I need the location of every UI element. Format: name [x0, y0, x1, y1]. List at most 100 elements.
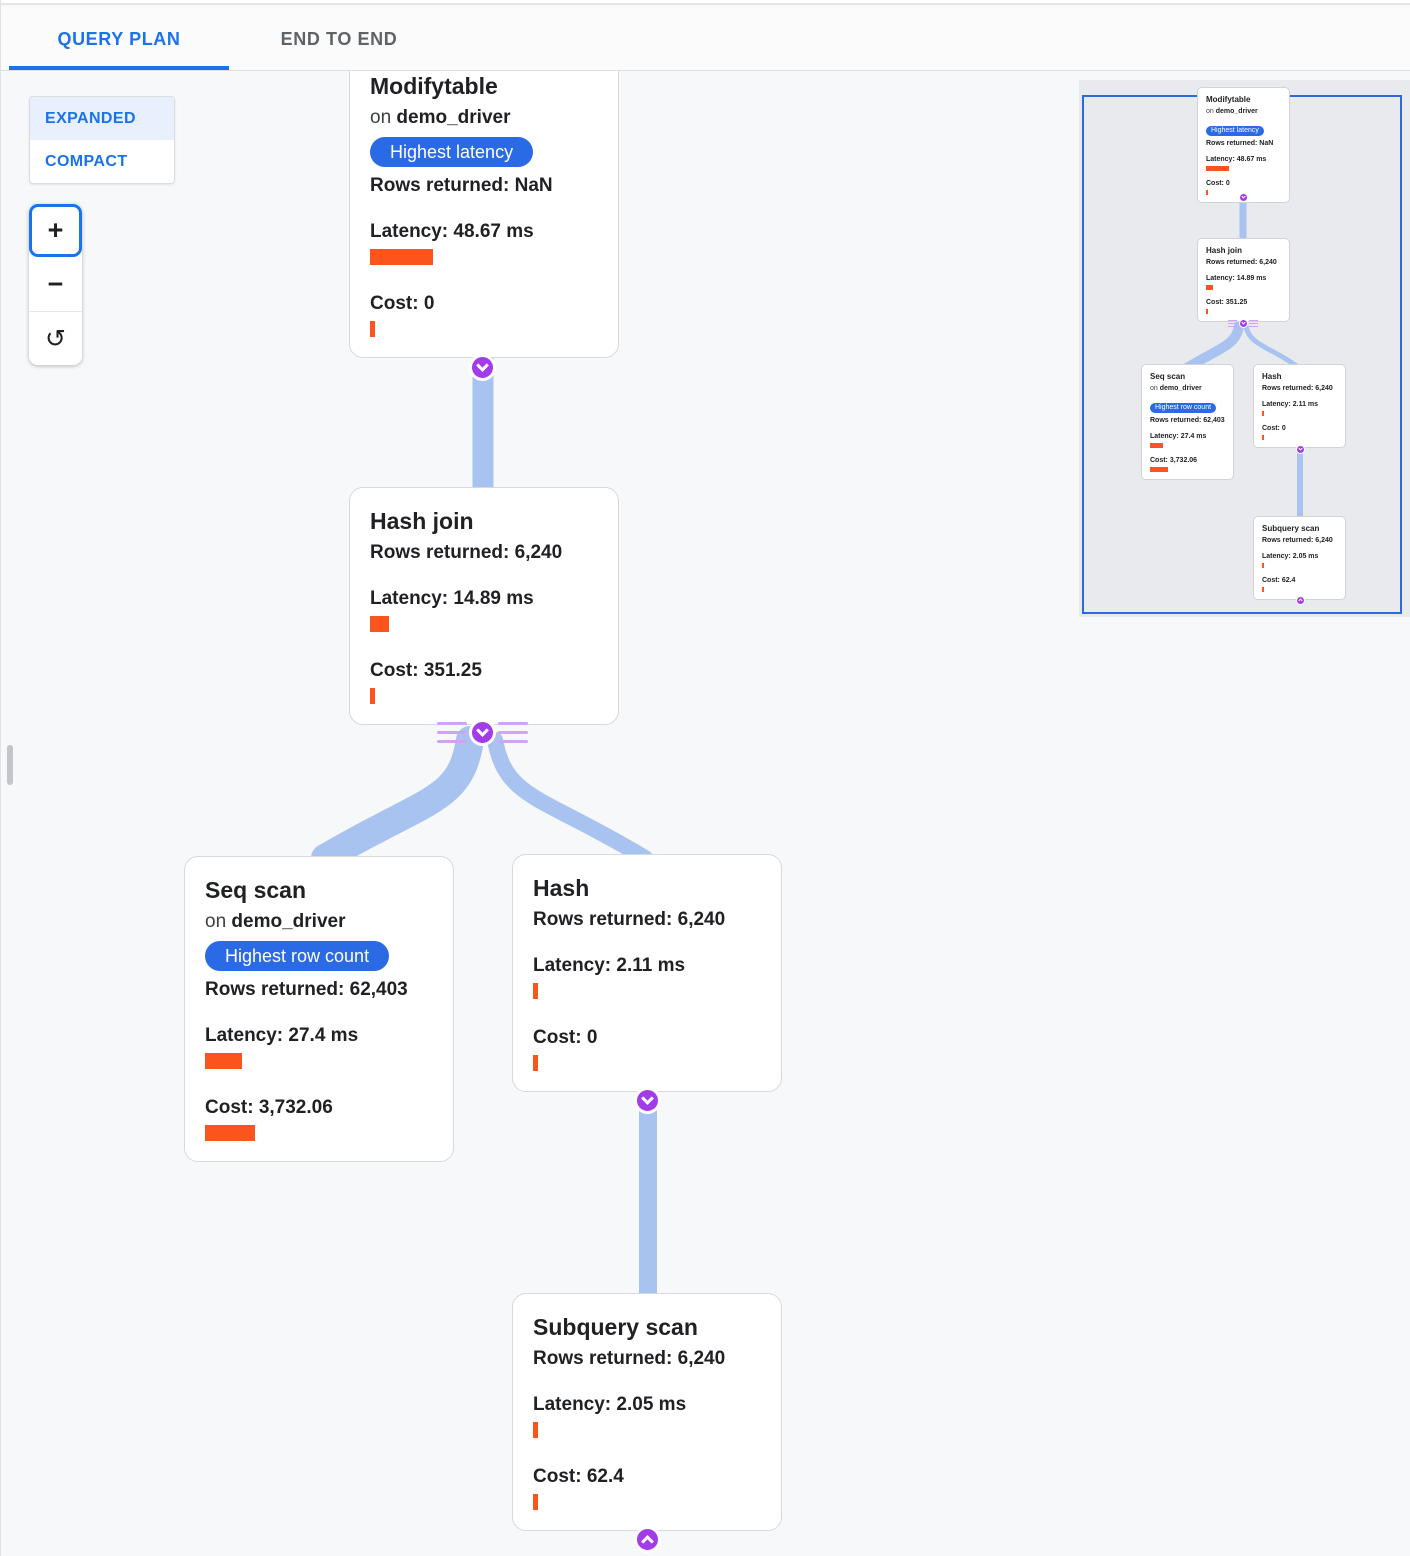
cost-label: Cost: 62.4	[533, 1466, 624, 1487]
mini-node-table-label: on demo_driver	[1150, 385, 1202, 392]
mini-rows-label: Rows returned: 6,240	[1262, 385, 1333, 392]
rows-returned-label: Rows returned: 6,240	[533, 1348, 726, 1369]
active-tab-indicator	[9, 66, 229, 70]
mini-cost-label: Cost: 62.4	[1262, 577, 1296, 584]
chevron-down-icon	[1240, 194, 1246, 199]
tab-bar: QUERY PLAN END TO END	[1, 7, 1410, 71]
reset-zoom-button[interactable]: ↺	[29, 311, 82, 365]
connector-line	[498, 722, 528, 725]
layout-toggle: EXPANDED COMPACT	[29, 96, 175, 184]
cost-label: Cost: 0	[533, 1027, 598, 1048]
mini-edge-hashjoin-hash	[1243, 323, 1302, 371]
mini-latency-bar	[1206, 166, 1229, 171]
mini-node-title: Subquery scan	[1262, 524, 1320, 533]
node-title: Subquery scan	[533, 1314, 698, 1340]
mini-latency-label: Latency: 48.67 ms	[1206, 156, 1267, 163]
node-title: Hash join	[370, 508, 474, 534]
collapse-toggle-modifytable[interactable]	[469, 354, 496, 381]
chevron-up-icon	[641, 1535, 654, 1548]
expand-toggle-subquery-scan[interactable]	[634, 1526, 661, 1553]
mini-connector-line	[1249, 319, 1258, 321]
collapse-toggle-hash[interactable]	[634, 1087, 661, 1114]
cost-bar	[370, 321, 375, 337]
highest-row-count-badge: Highest row count	[205, 941, 390, 971]
minimap-node-hash: Hash Rows returned: 6,240 Latency: 2.11 …	[1253, 364, 1346, 448]
edge-hashjoin-seqscan	[311, 726, 484, 872]
latency-label: Latency: 2.11 ms	[533, 955, 686, 976]
node-title: Modifytable	[370, 73, 498, 99]
connector-line	[437, 722, 467, 725]
chevron-down-icon	[1240, 320, 1246, 325]
mini-latency-label: Latency: 2.05 ms	[1262, 553, 1319, 560]
mini-rows-label: Rows returned: NaN	[1206, 140, 1274, 147]
rows-returned-label: Rows returned: NaN	[370, 175, 553, 196]
plan-node-hash[interactable]: Hash Rows returned: 6,240 Latency: 2.11 …	[512, 854, 782, 1092]
node-title: Hash	[533, 875, 590, 901]
badge-row: Highest row count	[205, 941, 433, 971]
mini-connector-line	[1249, 325, 1258, 327]
zoom-controls: + − ↺	[29, 204, 82, 365]
collapse-toggle-hash-join[interactable]	[469, 719, 496, 746]
plan-node-subquery-scan[interactable]: Subquery scan Rows returned: 6,240 Laten…	[512, 1293, 782, 1531]
mini-rows-label: Rows returned: 6,240	[1262, 537, 1333, 544]
mini-collapse-toggle	[1295, 444, 1305, 454]
mini-node-title: Hash join	[1206, 246, 1243, 255]
mini-latency-label: Latency: 27.4 ms	[1150, 433, 1207, 440]
mini-cost-label: Cost: 0	[1262, 425, 1286, 432]
mini-latency-bar	[1262, 411, 1264, 416]
mini-cost-bar	[1262, 587, 1264, 592]
mini-latency-bar	[1262, 563, 1264, 568]
rows-returned-label: Rows returned: 62,403	[205, 979, 408, 1000]
mini-rows-label: Rows returned: 6,240	[1206, 259, 1277, 266]
latency-bar	[205, 1053, 242, 1069]
node-title: Seq scan	[205, 877, 306, 903]
window-top-strip	[1, 0, 1410, 5]
chevron-down-icon	[476, 359, 489, 372]
chevron-down-icon	[476, 724, 489, 737]
zoom-out-button[interactable]: −	[29, 257, 82, 311]
cost-bar	[533, 1055, 538, 1071]
latency-bar	[370, 616, 389, 632]
node-table-label: on demo_driver	[370, 107, 511, 128]
mini-badge-row: Highest latency	[1206, 119, 1281, 137]
minimap[interactable]: Modifytable on demo_driver Highest laten…	[1079, 80, 1410, 617]
layout-option-compact[interactable]: COMPACT	[45, 152, 128, 170]
plan-node-hash-join[interactable]: Hash join Rows returned: 6,240 Latency: …	[349, 487, 619, 725]
mini-latency-bar	[1150, 443, 1163, 448]
mini-badge-row: Highest row count	[1150, 396, 1225, 414]
tab-label: END TO END	[280, 28, 398, 49]
tab-query-plan[interactable]: QUERY PLAN	[9, 7, 229, 71]
latency-bar	[533, 1422, 538, 1438]
latency-bar	[370, 249, 433, 265]
mini-cost-label: Cost: 0	[1206, 180, 1230, 187]
mini-rows-label: Rows returned: 62,403	[1150, 417, 1225, 424]
plan-node-modifytable[interactable]: Modifytable on demo_driver Highest laten…	[349, 52, 619, 358]
connector-line	[437, 731, 467, 734]
minimap-node-seq-scan: Seq scan on demo_driver Highest row coun…	[1141, 364, 1234, 480]
mini-collapse-toggle	[1238, 318, 1248, 328]
chevron-up-icon	[1297, 598, 1303, 603]
latency-label: Latency: 14.89 ms	[370, 588, 534, 609]
mini-latency-label: Latency: 2.11 ms	[1262, 401, 1319, 408]
mini-cost-bar	[1206, 190, 1208, 195]
cost-bar	[533, 1494, 538, 1510]
zoom-in-button[interactable]: +	[29, 204, 82, 257]
plan-node-seq-scan[interactable]: Seq scan on demo_driver Highest row coun…	[184, 856, 454, 1162]
mini-cost-label: Cost: 351.25	[1206, 299, 1248, 306]
tab-end-to-end[interactable]: END TO END	[229, 7, 449, 71]
chevron-down-icon	[1297, 446, 1303, 451]
mini-highest-latency-badge: Highest latency	[1206, 126, 1264, 136]
mini-connector-line	[1249, 322, 1258, 324]
rows-returned-label: Rows returned: 6,240	[370, 542, 563, 563]
layout-option-expanded[interactable]: EXPANDED	[30, 97, 174, 140]
latency-label: Latency: 48.67 ms	[370, 221, 534, 242]
cost-label: Cost: 3,732.06	[205, 1097, 333, 1118]
mini-edge-hashjoin-seqscan	[1182, 321, 1244, 373]
connector-line	[498, 731, 528, 734]
mini-node-title: Hash	[1262, 372, 1282, 381]
vertical-scrollbar-thumb[interactable]	[7, 745, 13, 785]
mini-connector-line	[1228, 322, 1237, 324]
connector-line	[437, 740, 467, 743]
reset-icon: ↺	[45, 324, 66, 353]
